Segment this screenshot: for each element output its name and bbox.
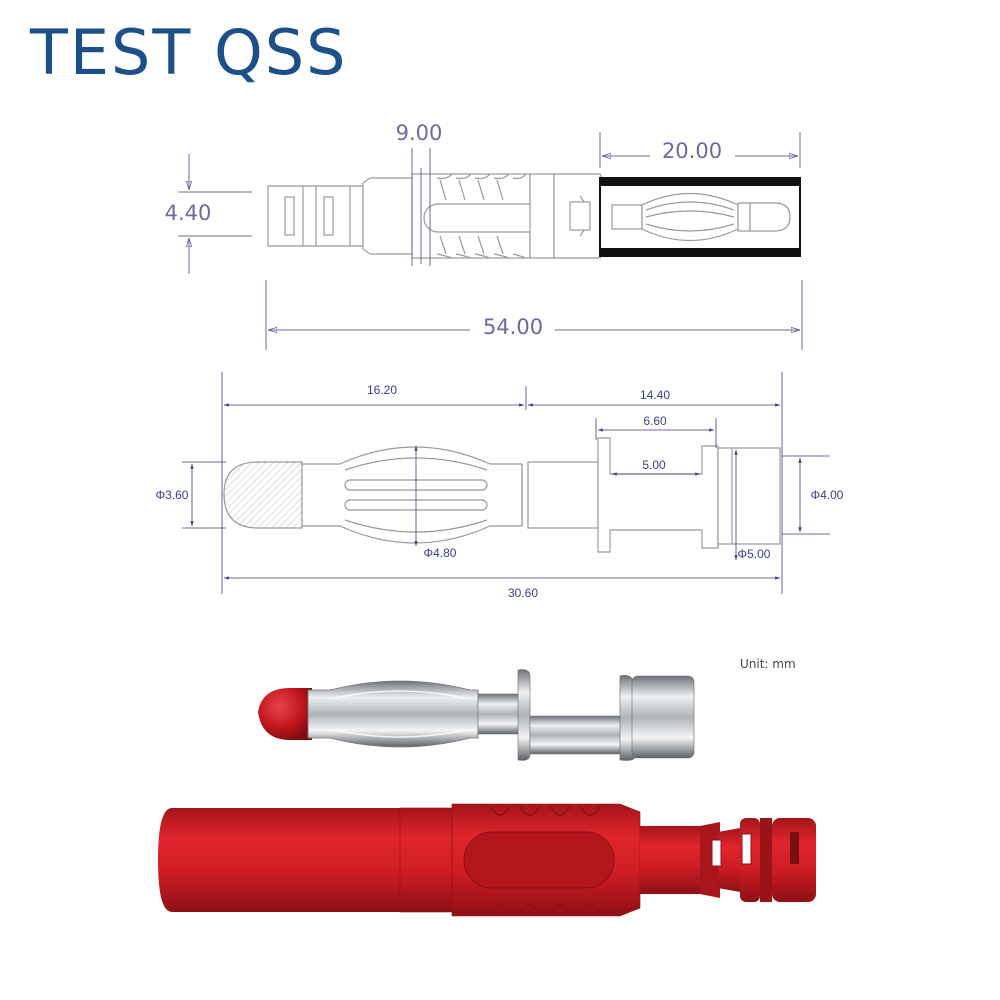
metal-pin-photo <box>258 669 695 761</box>
dim-14-4-label: 14.40 <box>640 388 670 402</box>
unit-label: Unit: mm <box>740 657 796 671</box>
dia-4-label: Φ4.00 <box>811 488 844 502</box>
pin-dimensions <box>182 372 830 594</box>
dim-9-label: 9.00 <box>396 121 443 145</box>
dia-3-6-label: Φ3.60 <box>156 488 189 502</box>
plug-sleeve-drawing <box>267 173 801 259</box>
dim-6-6-label: 6.60 <box>643 414 667 428</box>
brand-title: TEST QSS <box>30 16 348 89</box>
dim-20-label: 20.00 <box>662 139 722 163</box>
dia-4-8-label: Φ4.80 <box>424 546 457 560</box>
dim-30-6-label: 30.60 <box>508 586 538 600</box>
dim-16-2-label: 16.20 <box>367 383 397 397</box>
red-sleeve-photo <box>158 803 816 917</box>
top-dimensions <box>178 132 803 350</box>
grip-ribs <box>436 173 527 259</box>
dim-5-label: 5.00 <box>642 458 666 472</box>
dim-4-4-label: 4.40 <box>165 201 212 225</box>
dia-5-label: Φ5.00 <box>738 547 771 561</box>
pin-drawing <box>223 437 781 553</box>
dim-54-label: 54.00 <box>483 315 543 339</box>
